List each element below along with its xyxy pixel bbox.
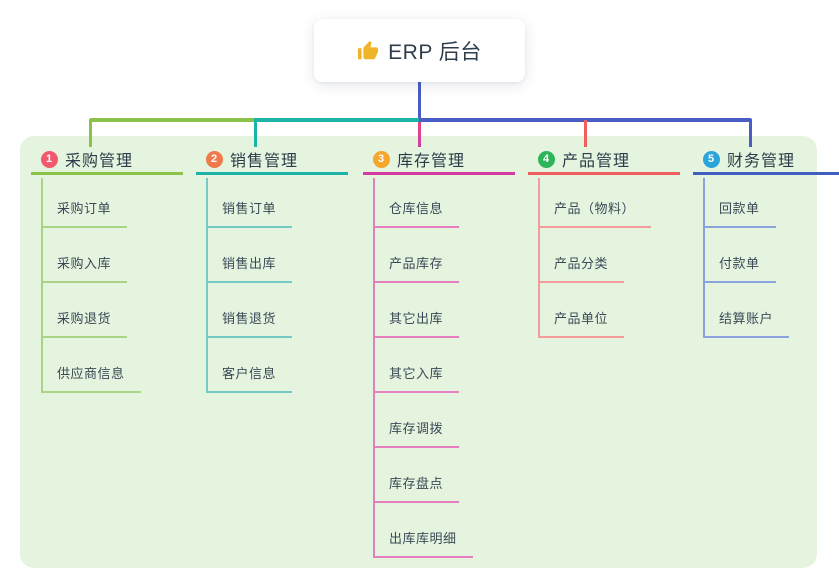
branch-node-inventory[interactable]: 3 库存管理	[363, 146, 515, 175]
branch-node-finance[interactable]: 5 财务管理	[693, 146, 839, 175]
branch-trunk-line	[41, 178, 43, 393]
branch-badge-5: 5	[703, 150, 720, 168]
branch-node-purchase[interactable]: 1 采购管理	[31, 146, 183, 175]
branch-label: 库存管理	[397, 153, 466, 170]
branch-trunk-line	[373, 178, 375, 558]
child-node[interactable]: 库存盘点	[373, 473, 460, 503]
thumbs-up-icon	[357, 40, 379, 62]
connector-drop-branch-5	[749, 120, 752, 147]
child-node[interactable]: 库存调拨	[373, 418, 460, 448]
branch-label: 销售管理	[230, 153, 299, 170]
child-node[interactable]: 采购订单	[41, 198, 128, 228]
child-node[interactable]: 产品分类	[538, 253, 625, 283]
branch-trunk-line	[703, 178, 705, 338]
child-node[interactable]: 销售出库	[206, 253, 293, 283]
child-node[interactable]: 产品（物料）	[538, 198, 652, 228]
connector-root-vertical	[418, 82, 421, 120]
child-node[interactable]: 销售退货	[206, 308, 293, 338]
connector-horizontal-green	[89, 118, 255, 122]
child-node[interactable]: 供应商信息	[41, 363, 141, 393]
child-node[interactable]: 结算账户	[703, 308, 790, 338]
branch-trunk-line	[538, 178, 540, 338]
branch-node-product[interactable]: 4 产品管理	[528, 146, 680, 175]
child-node[interactable]: 付款单	[703, 253, 776, 283]
child-node[interactable]: 仓库信息	[373, 198, 460, 228]
connector-horizontal-teal	[254, 118, 419, 122]
child-node[interactable]: 其它入库	[373, 363, 460, 393]
child-node[interactable]: 产品单位	[538, 308, 625, 338]
child-node[interactable]: 采购退货	[41, 308, 128, 338]
branch-badge-4: 4	[538, 150, 555, 168]
connector-drop-branch-4	[584, 120, 587, 147]
branches-panel	[20, 136, 817, 568]
branch-label: 财务管理	[727, 153, 796, 170]
child-node[interactable]: 回款单	[703, 198, 776, 228]
branch-badge-3: 3	[373, 150, 390, 168]
child-node[interactable]: 出库库明细	[373, 528, 473, 558]
root-title: ERP 后台	[388, 40, 482, 64]
root-node-erp[interactable]: ERP 后台	[314, 19, 525, 82]
child-node[interactable]: 其它出库	[373, 308, 460, 338]
child-node[interactable]: 客户信息	[206, 363, 293, 393]
child-node[interactable]: 采购入库	[41, 253, 128, 283]
child-node[interactable]: 产品库存	[373, 253, 460, 283]
branch-trunk-line	[206, 178, 208, 393]
branch-node-sales[interactable]: 2 销售管理	[196, 146, 348, 175]
branch-label: 采购管理	[65, 153, 134, 170]
child-node[interactable]: 销售订单	[206, 198, 293, 228]
connector-drop-branch-3	[418, 122, 421, 147]
connector-drop-branch-1	[89, 120, 92, 147]
branch-badge-2: 2	[206, 150, 223, 168]
branch-badge-1: 1	[41, 150, 58, 168]
connector-drop-branch-2	[254, 120, 257, 147]
branch-label: 产品管理	[562, 153, 631, 170]
